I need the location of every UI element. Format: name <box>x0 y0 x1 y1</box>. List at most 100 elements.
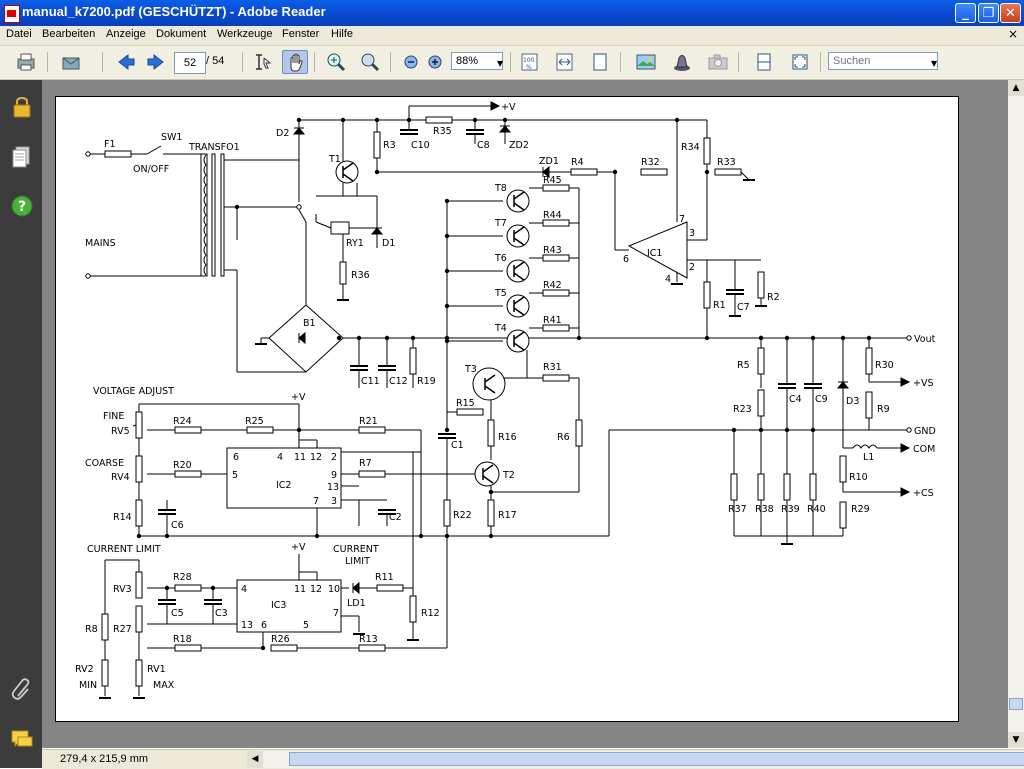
capacitor-c1 <box>438 433 456 439</box>
resistor-r33 <box>714 168 742 176</box>
junction-dot <box>296 427 302 433</box>
minimize-button[interactable]: _ <box>955 3 976 23</box>
resistor-r3 <box>373 131 381 159</box>
zoom-in-button[interactable] <box>422 50 448 74</box>
label-vplus_ic3: +V <box>291 542 306 553</box>
zoom-dropdown-icon[interactable]: ▼ <box>497 59 504 68</box>
label-r45: R45 <box>543 175 562 186</box>
arrow-vplus <box>490 101 501 111</box>
previous-page-button[interactable] <box>112 50 138 74</box>
fit-page-button[interactable] <box>586 50 612 74</box>
menu-bar: Datei Bearbeiten Anzeige Dokument Werkze… <box>0 26 1024 46</box>
label-t4: T4 <box>494 323 507 334</box>
lock-icon[interactable] <box>10 95 34 119</box>
label-ic2: IC2 <box>276 480 291 491</box>
hand-tool[interactable] <box>282 50 308 74</box>
digital-editions-button[interactable] <box>668 50 694 74</box>
scroll-up-arrow[interactable]: ▲ <box>1008 80 1024 96</box>
actual-size-button[interactable]: 100% <box>516 50 542 74</box>
snapshot-button[interactable] <box>632 50 658 74</box>
label-ic2p9: 9 <box>331 470 337 481</box>
menu-dokument[interactable]: Dokument <box>156 28 207 40</box>
label-p7: 7 <box>679 214 685 225</box>
wire <box>740 171 750 181</box>
junction-dot <box>260 645 266 651</box>
select-text-tool[interactable] <box>250 50 276 74</box>
junction-dot <box>136 533 142 539</box>
page-number-input[interactable] <box>174 52 206 74</box>
resistor-r8 <box>101 613 109 641</box>
label-cs: +CS <box>913 488 934 499</box>
label-r26: R26 <box>271 634 290 645</box>
menu-hilfe[interactable]: Hilfe <box>331 28 354 40</box>
label-r20: R20 <box>173 460 192 471</box>
scroll-left-arrow[interactable]: ◀ <box>247 751 263 768</box>
search-dropdown-icon[interactable]: ▼ <box>931 59 938 68</box>
junction-dot <box>576 335 582 341</box>
search-input[interactable] <box>828 52 938 70</box>
menu-bearbeiten[interactable]: Bearbeiten <box>42 28 96 40</box>
menu-datei[interactable]: Datei <box>6 28 32 40</box>
label-r18: R18 <box>173 634 192 645</box>
pages-icon[interactable] <box>10 145 34 169</box>
label-f1: F1 <box>104 139 116 150</box>
document-close-button[interactable]: × <box>1007 27 1018 41</box>
label-ic2p3: 3 <box>331 496 337 507</box>
capacitor-c6 <box>158 509 176 515</box>
junction-dot <box>444 335 450 341</box>
resistor-r43 <box>542 254 570 262</box>
capacitor-c8 <box>466 129 484 135</box>
comments-icon[interactable] <box>10 728 34 752</box>
single-page-view-button[interactable] <box>750 50 776 74</box>
fit-page-icon <box>593 53 607 71</box>
label-vout: Vout <box>914 334 936 345</box>
ic2-chip <box>226 447 342 509</box>
label-r27: R27 <box>113 624 132 635</box>
zoom-tool[interactable] <box>322 50 348 74</box>
transistor-t8 <box>506 189 530 213</box>
zoom-out-button[interactable] <box>398 50 424 74</box>
label-fine: FINE <box>103 411 124 422</box>
loupe-tool[interactable] <box>356 50 382 74</box>
capacitor-c3 <box>204 599 222 605</box>
transistor-t4 <box>506 329 530 353</box>
maximize-button[interactable]: ❐ <box>978 3 999 23</box>
label-r37: R37 <box>728 504 747 515</box>
menu-anzeige[interactable]: Anzeige <box>106 28 146 40</box>
scroll-down-arrow[interactable]: ▼ <box>1008 732 1024 748</box>
zoom-level-input[interactable] <box>451 52 503 70</box>
vertical-scroll-thumb[interactable] <box>1009 698 1023 710</box>
label-ic3p12: 12 <box>310 584 322 595</box>
junction-dot <box>840 335 846 341</box>
resistor-r16 <box>487 419 495 447</box>
label-c12: C12 <box>389 376 408 387</box>
next-page-button[interactable] <box>142 50 168 74</box>
label-r19: R19 <box>417 376 436 387</box>
label-com: COM <box>913 444 935 455</box>
toolbar: ▼ / 54 ▼ 100% <box>0 46 1024 114</box>
junction-dot <box>234 204 240 210</box>
fit-width-button[interactable] <box>551 50 577 74</box>
label-r22: R22 <box>453 510 472 521</box>
horizontal-scroll-thumb[interactable] <box>289 752 1024 766</box>
close-button[interactable]: ✕ <box>1000 3 1021 23</box>
label-r3: R3 <box>383 140 396 151</box>
print-button[interactable] <box>12 50 38 74</box>
paperclip-icon[interactable] <box>10 678 34 702</box>
fullscreen-button[interactable] <box>786 50 812 74</box>
resistor-r27 <box>135 605 143 633</box>
resistor-r24 <box>174 426 202 434</box>
label-r34: R34 <box>681 142 700 153</box>
junction-dot <box>210 585 216 591</box>
horizontal-scrollbar[interactable]: ◀ ▶ <box>247 751 1024 768</box>
junction-dot <box>784 335 790 341</box>
vertical-scrollbar[interactable]: ▲ ▼ <box>1008 80 1024 748</box>
resistor-r10 <box>839 455 847 483</box>
label-t8: T8 <box>494 183 507 194</box>
help-icon[interactable]: ? <box>10 194 34 218</box>
menu-fenster[interactable]: Fenster <box>282 28 320 40</box>
label-c9: C9 <box>815 394 828 405</box>
menu-werkzeuge[interactable]: Werkzeuge <box>217 28 273 40</box>
email-button[interactable] <box>58 50 84 74</box>
